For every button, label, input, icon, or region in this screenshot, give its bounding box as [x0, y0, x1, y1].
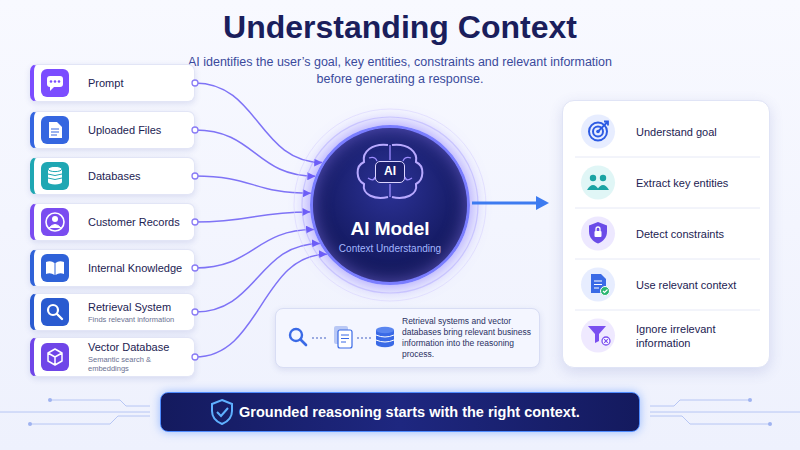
flow-arrow-head	[536, 196, 549, 210]
circuit-trace	[0, 400, 150, 424]
target-arrow	[598, 122, 608, 132]
target-icon	[596, 130, 600, 134]
lock-icon	[595, 231, 602, 237]
card-label: Uploaded Files	[88, 124, 188, 137]
glow-ring	[302, 117, 478, 293]
step-label: Detect constraints	[636, 227, 724, 241]
filter-icon	[588, 326, 606, 343]
source-card: Vector DatabaseSemantic search & embeddi…	[30, 337, 195, 377]
card-label: Retrieval System	[88, 301, 188, 314]
connector-curve	[195, 230, 314, 268]
connector-curve	[195, 130, 315, 176]
circuit-dot	[48, 398, 52, 402]
model-circle: AI AI ModelContext Understanding	[310, 125, 470, 285]
source-card: Prompt	[30, 64, 195, 102]
row-divider	[575, 157, 760, 310]
card-label: Finds relevant information	[88, 315, 188, 324]
document-lines	[594, 281, 602, 288]
diagram-title: Understanding Context	[0, 9, 800, 46]
target-icon	[593, 127, 603, 137]
source-card: Customer Records	[30, 203, 195, 241]
subtitle-text: AI identifies the user’s goal, key entit…	[185, 54, 615, 88]
step-label: Understand goal	[636, 125, 717, 139]
card-label: Customer Records	[88, 216, 188, 229]
connector-curve	[195, 212, 310, 222]
icon-circle	[581, 319, 615, 353]
step-label: Ignore irrelevant information	[636, 322, 762, 350]
source-card: Retrieval SystemFinds relevant informati…	[30, 293, 195, 331]
source-card: Internal Knowledge	[30, 249, 195, 287]
flow-arrow	[472, 202, 538, 205]
step-label: Extract key entities	[636, 176, 728, 190]
icon-circle	[581, 268, 615, 302]
banner-text: Grounded reasoning starts with the right…	[239, 404, 629, 421]
step-row: Use relevant context	[562, 259, 770, 310]
source-card: Databases	[30, 157, 195, 195]
step-row: Ignore irrelevant information	[562, 310, 770, 361]
model-label: AI Model	[313, 218, 467, 240]
step-row: Extract key entities	[562, 157, 770, 208]
icon-circle	[581, 217, 615, 251]
card-label: Prompt	[88, 77, 188, 90]
step-row: Understand goal	[562, 106, 770, 157]
check-mark	[603, 290, 608, 293]
people-icon	[600, 175, 606, 181]
remove-badge	[602, 337, 610, 345]
glow-ring	[294, 109, 486, 301]
people-icon	[590, 175, 596, 181]
step-row: Detect constraints	[562, 208, 770, 259]
circuit-dot	[748, 398, 752, 402]
icon-circle	[581, 166, 615, 200]
circuit-trace	[650, 400, 800, 424]
card-label: Semantic search & embeddings	[88, 355, 188, 373]
connector-curve	[195, 176, 311, 193]
people-icon	[587, 185, 609, 190]
shield-icon	[589, 222, 607, 244]
card-label: Internal Knowledge	[88, 262, 188, 275]
connector-curve	[195, 83, 322, 163]
icon-circle	[581, 115, 615, 149]
target-icon	[589, 123, 607, 141]
circuit-dot	[768, 422, 772, 426]
connector-curve	[195, 243, 320, 312]
card-label: Vector Database	[88, 341, 188, 354]
footer-banner: Grounded reasoning starts with the right…	[160, 392, 640, 432]
document-icon	[591, 274, 606, 293]
lock-icon	[596, 227, 600, 231]
card-label: Databases	[88, 170, 188, 183]
check-badge	[601, 287, 610, 296]
remove-mark	[604, 339, 608, 343]
circuit-dot	[28, 422, 32, 426]
source-card: Uploaded Files	[30, 111, 195, 149]
step-label: Use relevant context	[636, 278, 736, 292]
model-label: AI	[375, 161, 405, 183]
note-text: Retrieval systems and vector databases b…	[402, 316, 531, 360]
model-label: Context Understanding	[313, 243, 467, 255]
note-box: Retrieval systems and vector databases b…	[275, 308, 540, 368]
